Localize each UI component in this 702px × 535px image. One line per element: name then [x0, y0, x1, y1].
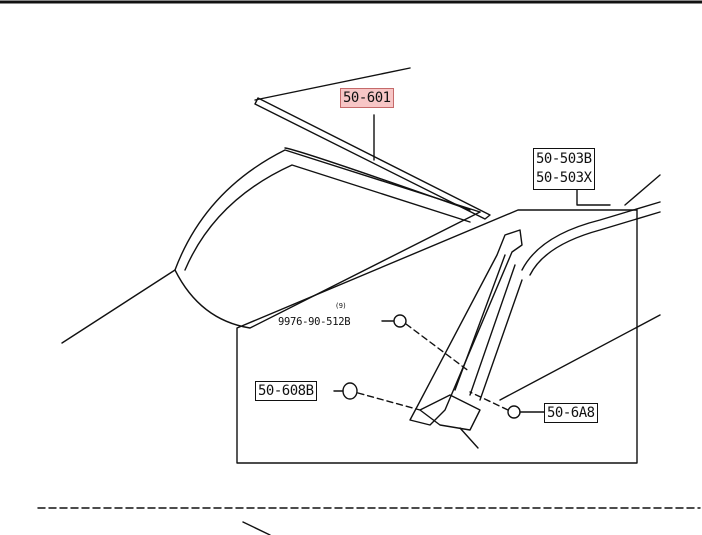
pillar-molding — [409, 229, 523, 426]
dash-screw-to-pillar — [405, 323, 471, 373]
roof-curve — [521, 201, 661, 271]
door-line — [624, 174, 661, 206]
windshield-outer — [174, 149, 481, 271]
part-label-screw[interactable]: 9976-90-512B — [278, 316, 351, 328]
fender-line — [499, 314, 661, 401]
dash-clip-right — [469, 391, 509, 411]
windshield-inner — [184, 164, 471, 271]
leader-50-503 — [576, 189, 611, 206]
hood-outline — [61, 269, 176, 344]
roof-curve-inner — [529, 211, 661, 276]
clip-right-icon — [507, 405, 521, 419]
part-label-molding-upper[interactable]: 50-601 — [340, 88, 394, 108]
bottom-fragment-line — [242, 521, 271, 535]
part-label-clip-left[interactable]: 50-608B — [255, 381, 317, 401]
upper-molding-edge — [284, 147, 471, 211]
pillar-molding-inner3 — [479, 279, 523, 401]
windshield-bottom — [174, 211, 481, 329]
pillar-molding-inner2 — [469, 264, 516, 396]
pillar-molding-inner — [454, 254, 506, 391]
clip-left-icon — [342, 382, 358, 400]
part-label-pillar-molding-a: 50-503B — [536, 151, 592, 167]
dash-clip-left — [357, 392, 421, 411]
part-label-pillar-molding-b: 50-503X — [536, 170, 592, 186]
pillar-base — [419, 394, 481, 431]
pillar-base-tail — [459, 427, 479, 449]
screw-note: (9) — [335, 302, 347, 310]
part-label-pillar-molding[interactable]: 50-503B 50-503X — [533, 148, 595, 190]
roof-outline — [254, 67, 411, 101]
detail-box — [236, 209, 638, 464]
part-label-clip-right[interactable]: 50-6A8 — [544, 403, 598, 423]
screw-icon — [393, 314, 407, 328]
upper-molding-strip — [254, 97, 491, 220]
